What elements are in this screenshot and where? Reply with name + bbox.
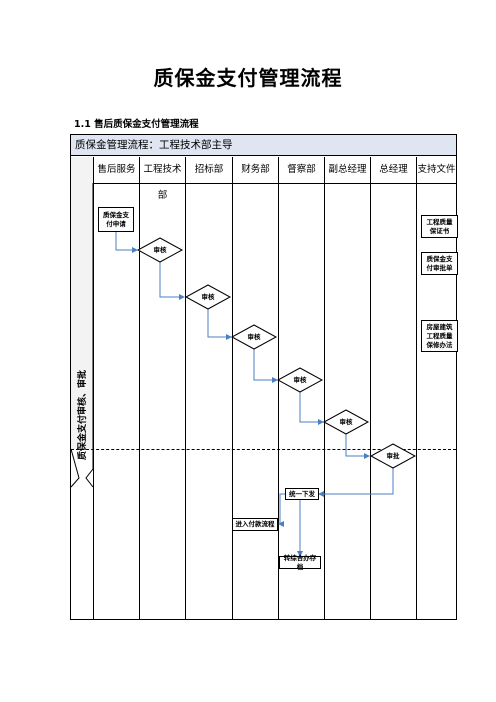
node-payment-request: 质保金支付申请 — [98, 207, 134, 232]
edge-request-to-engineering — [115, 232, 138, 253]
phase-bracket — [85, 183, 94, 488]
doc-quality-certificate: 工程质量保证书 — [421, 215, 458, 238]
node-review-tender-label: 审核 — [201, 293, 215, 301]
doc-housing-warranty-regulation: 房屋建筑工程质量保修办法 — [421, 320, 458, 352]
lane-header-tender: 招标部 — [186, 157, 232, 183]
edge-tender-to-finance — [207, 309, 232, 340]
phase-column — [71, 157, 93, 449]
edge-engineering-to-tender — [159, 262, 185, 300]
lane-divider — [139, 157, 140, 620]
diamond-approve-gm — [369, 443, 417, 469]
phase-divider — [71, 449, 456, 450]
lane-divider — [278, 157, 279, 620]
lane-divider — [232, 157, 233, 620]
node-archive: 转综合办存档 — [279, 554, 321, 571]
node-review-inspection-label: 审核 — [293, 376, 307, 384]
node-review-vicegm-label: 审核 — [339, 418, 353, 426]
lane-divider — [370, 157, 371, 620]
diamond-review-finance — [230, 324, 278, 350]
lane-header-vice-gm: 副总经理 — [325, 157, 370, 183]
lane-header-inspection: 督察部 — [279, 157, 324, 183]
flowchart-title: 质保金管理流程：工程技术部主导 — [71, 135, 456, 156]
doc-payment-approval-form: 质保金支付审批单 — [421, 252, 458, 275]
node-approve-gm-label: 审批 — [386, 452, 400, 460]
lane-header-support-docs: 支持文件 — [417, 157, 456, 183]
document-title: 质保金支付管理流程 — [153, 66, 343, 90]
edge-issue-to-payment — [278, 493, 285, 527]
edge-vicegm-to-gm — [345, 434, 370, 459]
lane-divider — [324, 157, 325, 620]
diamond-review-vicegm — [322, 409, 370, 435]
lane-header-engineering: 工程技术部 — [140, 157, 185, 201]
node-enter-payment: 进入付款流程 — [232, 518, 278, 531]
lane-header-separator — [93, 183, 456, 184]
lane-header-gm: 总经理 — [371, 157, 416, 183]
node-review-engineering-label: 审核 — [153, 246, 167, 254]
diamond-review-inspection — [276, 367, 324, 393]
edge-finance-to-inspection — [253, 349, 278, 383]
diamond-review-tender — [184, 284, 232, 310]
section-heading: 1.1 售后质保金支付管理流程 — [74, 119, 199, 130]
lane-header-after-sales: 售后服务 — [94, 157, 139, 183]
node-unified-issue: 统一下发 — [285, 488, 319, 500]
edge-gm-to-issue — [318, 468, 394, 497]
flowchart-frame — [70, 134, 457, 620]
diamond-review-engineering — [136, 237, 184, 263]
node-review-finance-label: 审核 — [247, 333, 261, 341]
lane-header-finance: 财务部 — [233, 157, 278, 183]
phase-bracket-tip — [70, 448, 80, 488]
lane-divider — [185, 157, 186, 620]
lane-divider — [416, 157, 417, 620]
edge-inspection-to-vicegm — [299, 392, 324, 425]
